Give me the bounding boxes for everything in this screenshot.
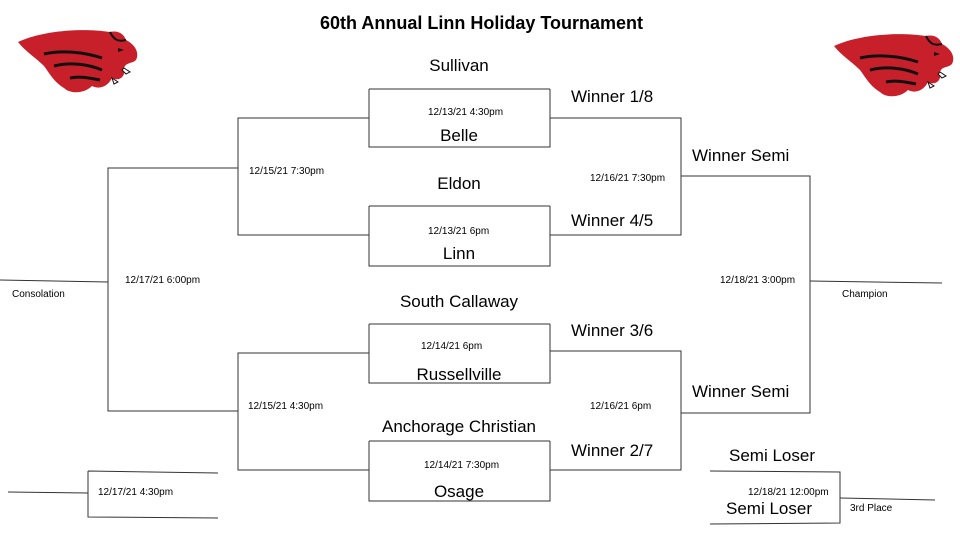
semi-loser-label-bottom: Semi Loser (726, 499, 812, 518)
team-anchorage-christian: Anchorage Christian (381, 417, 537, 436)
third-place-line (839, 497, 936, 501)
consolation-line (0, 279, 109, 283)
cougar-logo-left (18, 30, 138, 93)
consolation-extra-line (7, 491, 89, 494)
championship-bracket (681, 175, 811, 414)
third-place-box (709, 470, 841, 525)
consolation-final-time: 12/17/21 6:00pm (125, 275, 201, 286)
match-time-1: 12/13/21 4:30pm (428, 107, 504, 118)
consolation-extra-time: 12/17/21 4:30pm (98, 487, 174, 498)
champion-label: Champion (842, 289, 888, 300)
winner-label-2-7: Winner 2/7 (571, 441, 654, 460)
consolation-final (107, 167, 238, 412)
winner-semi-time-top: 12/16/21 7:30pm (590, 173, 666, 184)
champion-line (809, 280, 943, 284)
winner-label-4-5: Winner 4/5 (571, 211, 654, 230)
championship-time: 12/18/21 3:00pm (720, 275, 796, 286)
match-time-3: 12/14/21 6pm (421, 341, 483, 352)
team-sullivan: Sullivan (429, 56, 489, 75)
consolation-semi-top (237, 117, 369, 236)
winner-semi-label-bottom: Winner Semi (692, 382, 790, 401)
team-eldon: Eldon (437, 174, 481, 193)
team-osage: Osage (433, 482, 485, 501)
winner-label-1-8: Winner 1/8 (571, 87, 654, 106)
consolation-semi-time-bottom: 12/15/21 4:30pm (248, 401, 324, 412)
consolation-extra-box (87, 470, 219, 519)
match-box-4 (368, 440, 551, 502)
third-place-label: 3rd Place (850, 503, 893, 514)
tournament-title: 60th Annual Linn Holiday Tournament (320, 13, 644, 33)
team-linn: Linn (442, 244, 476, 263)
third-place-time: 12/18/21 12:00pm (748, 487, 829, 498)
team-belle: Belle (440, 126, 478, 145)
winner-semi-time-bottom: 12/16/21 6pm (590, 401, 652, 412)
match-time-2: 12/13/21 6pm (428, 226, 490, 237)
team-russellville: Russellville (416, 365, 502, 384)
match-time-4: 12/14/21 7:30pm (424, 460, 500, 471)
consolation-label: Consolation (12, 289, 65, 300)
winner-semi-bottom (550, 350, 682, 471)
consolation-semi-time-top: 12/15/21 7:30pm (249, 166, 325, 177)
cougar-logo-right (834, 34, 954, 97)
winner-semi-label-top: Winner Semi (692, 146, 790, 165)
team-south-callaway: South Callaway (399, 292, 519, 311)
semi-loser-label-top: Semi Loser (729, 446, 815, 465)
match-box-2 (368, 205, 551, 267)
winner-label-3-6: Winner 3/6 (571, 321, 654, 340)
